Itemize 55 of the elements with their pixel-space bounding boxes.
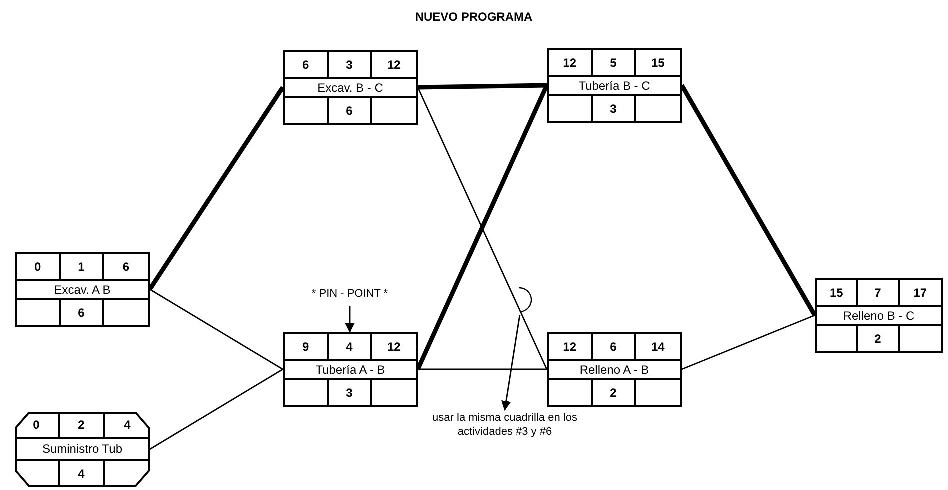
activity-octagon <box>15 412 150 487</box>
cell-value: 14 <box>651 340 665 352</box>
cell-value: 12 <box>563 56 576 68</box>
cell-value: 2 <box>874 332 882 344</box>
cell-value: 6 <box>122 260 130 272</box>
cell-value: 9 <box>302 340 310 352</box>
activity-name: Relleno A - B <box>580 364 650 376</box>
activity-name: Tubería B - C <box>578 80 650 92</box>
connector-line <box>682 314 816 370</box>
cell-value: 5 <box>610 56 617 68</box>
diagram-title: NUEVO PROGRAMA <box>415 9 533 26</box>
activity-name: Suministro Tub <box>42 443 123 455</box>
critical-path-line <box>148 86 285 291</box>
cell-value: 15 <box>830 286 844 298</box>
connector-line <box>150 288 284 370</box>
cell-value: 17 <box>914 286 927 298</box>
activity-name: Excav. B - C <box>318 82 384 94</box>
cell-value: 6 <box>346 104 353 116</box>
arrow <box>502 314 521 411</box>
cell-value: 6 <box>78 306 85 318</box>
cell-value: 12 <box>563 340 576 352</box>
cell-value: 15 <box>651 56 665 68</box>
cell-value: 12 <box>387 340 401 352</box>
activity-box <box>283 50 418 125</box>
note-text: usar la misma cuadrilla en los actividades #3 y #6 <box>420 412 590 440</box>
activity-box <box>283 332 418 407</box>
cell-value: 4 <box>346 340 353 352</box>
activity-name: Excav. A B <box>54 284 111 296</box>
cell-value: 12 <box>387 58 401 70</box>
activity-box <box>547 332 682 407</box>
activity-box <box>15 252 150 327</box>
arc-mark <box>518 287 532 313</box>
cell-value: 7 <box>874 286 882 298</box>
cell-value: 6 <box>610 340 617 352</box>
cell-value: 2 <box>610 386 617 398</box>
cell-value: 3 <box>610 102 617 114</box>
critical-path-line <box>680 84 817 317</box>
connector-line <box>418 368 547 370</box>
cell-value: 4 <box>124 418 131 430</box>
activity-name: Relleno B - C <box>843 310 915 322</box>
arrow <box>345 306 355 333</box>
cell-value: 3 <box>346 386 353 398</box>
critical-path-line <box>418 83 548 90</box>
cell-value: 6 <box>302 58 310 70</box>
annotation-text: * PIN - POINT * <box>312 288 388 302</box>
connector-line <box>150 368 284 450</box>
activity-box <box>547 48 682 123</box>
cell-value: 1 <box>78 260 85 272</box>
cell-value: 0 <box>34 260 42 272</box>
cell-value: 3 <box>346 58 353 70</box>
activity-box <box>815 278 943 353</box>
cell-value: 4 <box>78 468 85 480</box>
activity-name: Tubería A - B <box>316 364 386 376</box>
cell-value: 2 <box>78 418 85 430</box>
cell-value: 0 <box>33 418 40 430</box>
